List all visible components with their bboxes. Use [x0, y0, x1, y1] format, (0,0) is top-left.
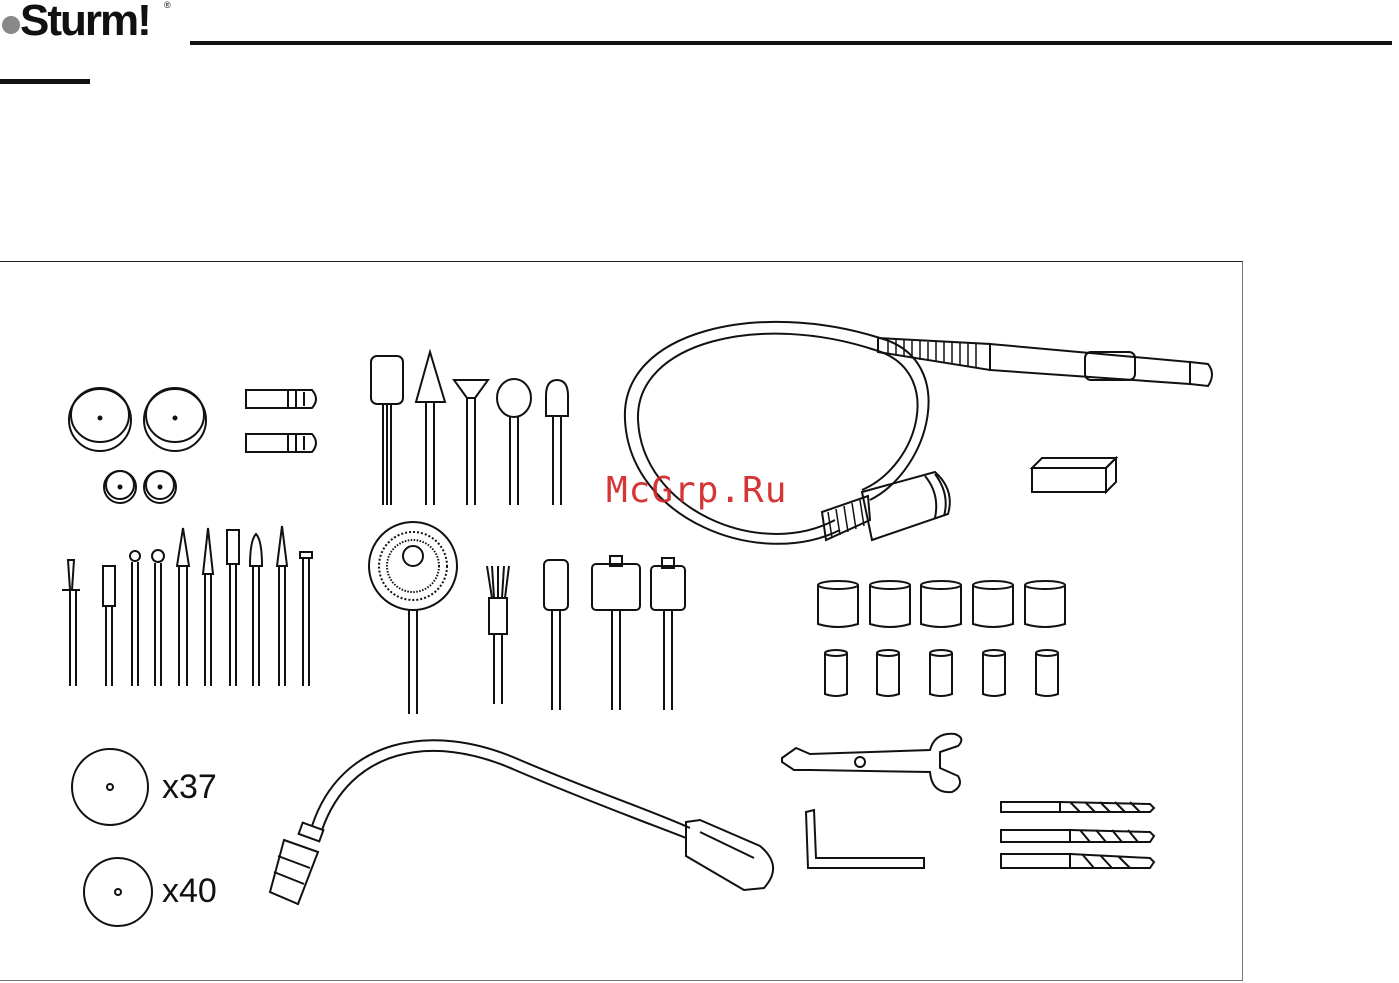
engraving-bits-icon: [62, 526, 312, 686]
cut-disc-large-icon: [84, 858, 152, 926]
sanding-drums-icon: [544, 556, 685, 710]
watermark-text: McGrp.Ru: [606, 470, 787, 511]
grinding-stones-icon: [371, 352, 568, 505]
sanding-bands-icon: [818, 581, 1065, 696]
cut-disc-small-icon: [72, 749, 148, 825]
sharpening-stone-icon: [1032, 458, 1116, 492]
cut-disc-large-qty: x40: [162, 872, 217, 911]
bristle-brush-icon: [487, 566, 509, 704]
polishing-discs-icon: [69, 388, 206, 503]
collet-icon: [246, 390, 316, 452]
wrench-icon: [782, 734, 961, 792]
flexible-holder-icon: [270, 740, 773, 904]
drill-bits-icon: [1001, 802, 1154, 868]
hex-key-icon: [806, 810, 924, 868]
cut-disc-small-qty: x37: [162, 768, 217, 807]
wire-brush-wheel-icon: [369, 522, 457, 714]
